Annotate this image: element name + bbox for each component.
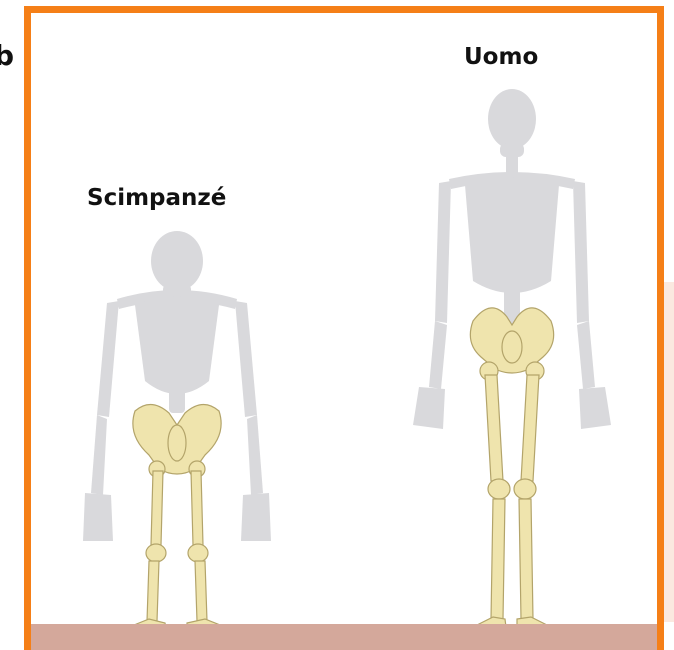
- human-right-humerus: [573, 181, 589, 323]
- human-right-tibia: [519, 499, 533, 619]
- human-ribcage: [465, 177, 559, 293]
- chimpanzee-label: Scimpanzé: [87, 185, 226, 211]
- human-left-humerus: [435, 181, 451, 323]
- chimp-left-tibia: [147, 561, 159, 621]
- human-jaw: [500, 143, 524, 157]
- human-right-forearm: [577, 321, 595, 389]
- human-label: Uomo: [464, 44, 538, 70]
- chimp-right-humerus: [235, 301, 257, 417]
- ground-strip: [31, 624, 657, 650]
- human-left-forearm: [429, 321, 447, 389]
- chimp-right-knee: [188, 544, 208, 562]
- chimp-right-forearm: [247, 415, 263, 495]
- cropped-letter: b: [0, 38, 14, 74]
- chimpanzee-skeleton-svg: [77, 229, 277, 639]
- chimp-spine: [169, 379, 185, 413]
- human-skeleton-svg: [407, 85, 617, 650]
- human-sacrum: [502, 331, 522, 363]
- human-right-knee: [514, 479, 536, 499]
- human-right-femur: [521, 375, 539, 481]
- chimp-left-forearm: [91, 415, 107, 495]
- chimp-left-knee: [146, 544, 166, 562]
- chimp-skull: [151, 231, 203, 291]
- human-skull: [488, 89, 536, 149]
- human-right-hand: [579, 387, 611, 429]
- chimp-left-hand: [83, 493, 113, 541]
- human-left-hand: [413, 387, 445, 429]
- chimp-right-femur: [191, 471, 203, 545]
- human-left-tibia: [491, 499, 505, 619]
- chimp-left-femur: [151, 471, 163, 545]
- illustration-frame: Scimpanzé Uomo: [24, 6, 664, 650]
- chimpanzee-skeleton: [77, 229, 277, 639]
- chimp-left-humerus: [97, 301, 119, 417]
- human-skeleton: [407, 85, 617, 650]
- chimp-right-hand: [241, 493, 271, 541]
- chimp-right-tibia: [195, 561, 207, 621]
- chimp-sacrum: [168, 425, 186, 461]
- human-left-femur: [485, 375, 503, 481]
- human-left-knee: [488, 479, 510, 499]
